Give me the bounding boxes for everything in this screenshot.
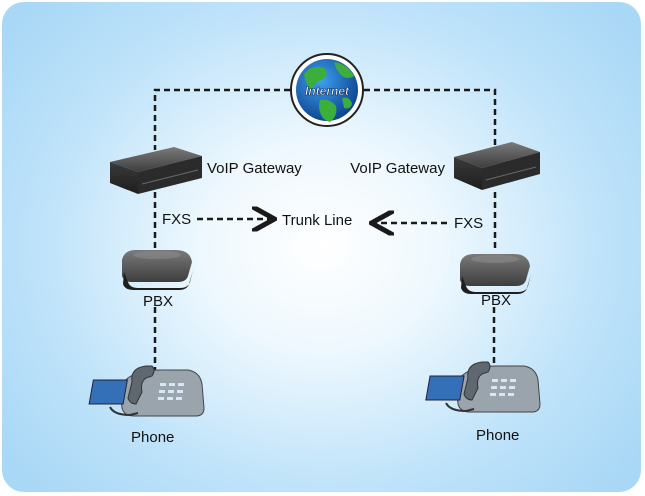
gateway-right-label: VoIP Gateway xyxy=(350,160,445,177)
phone-right-label: Phone xyxy=(476,427,519,444)
connection-lines xyxy=(153,88,497,374)
line-internet-left xyxy=(153,88,290,150)
internet-label: Internet xyxy=(305,84,350,98)
line-internet-right xyxy=(364,88,497,152)
phone-right-icon xyxy=(425,361,541,413)
phone-left-icon xyxy=(88,365,205,417)
internet-globe-icon: Internet xyxy=(290,53,364,127)
fxs-right-label: FXS xyxy=(454,215,483,232)
gateway-left-label: VoIP Gateway xyxy=(207,160,302,177)
network-diagram: Internet VoIP Gateway VoIP Gateway FXS F… xyxy=(88,53,541,446)
phone-left-label: Phone xyxy=(131,429,174,446)
fxs-left-label: FXS xyxy=(162,211,191,228)
diagram-panel: Internet VoIP Gateway VoIP Gateway FXS F… xyxy=(2,2,641,492)
pbx-left-label: PBX xyxy=(143,293,173,310)
pbx-left-icon xyxy=(122,250,193,290)
trunk-line-label: Trunk Line xyxy=(282,212,352,229)
pbx-right-label: PBX xyxy=(481,292,511,309)
pbx-right-icon xyxy=(460,254,531,294)
voip-gateway-right-icon xyxy=(454,142,540,190)
voip-gateway-left-icon xyxy=(110,147,202,194)
